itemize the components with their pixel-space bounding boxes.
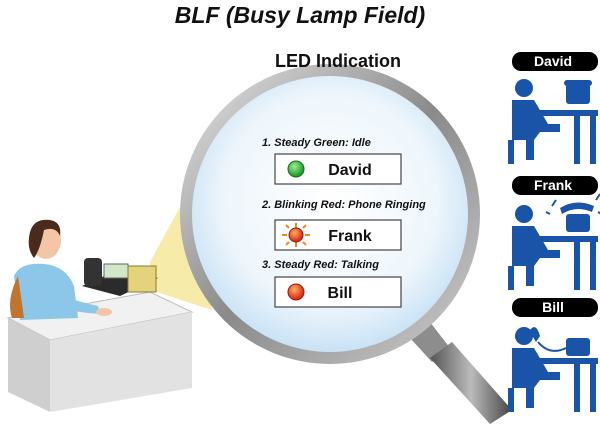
desk-phone: [82, 258, 158, 296]
led-item-3: 3. Steady Red: Talking Bill: [262, 259, 402, 308]
led-caption: 1. Steady Green: Idle: [262, 137, 371, 149]
person-frank-icon: [508, 176, 600, 290]
led-caption: 3. Steady Red: Talking: [262, 259, 379, 271]
lens-heading: LED Indication: [275, 51, 401, 71]
page-title: BLF (Busy Lamp Field): [174, 2, 426, 28]
person-bill-icon: [508, 298, 598, 412]
led-key-label: Frank: [328, 228, 372, 245]
led-green-icon: [287, 160, 305, 178]
receptionist-illustration: [10, 219, 112, 320]
led-blinking-icon: [282, 223, 310, 247]
person-name-tag: David: [534, 53, 572, 69]
led-key-label: David: [328, 162, 372, 179]
person-name-tag: Frank: [534, 177, 572, 193]
person-david-icon: [508, 52, 598, 164]
led-key-label: Bill: [328, 285, 353, 302]
magnifier-lens: [192, 76, 468, 352]
led-item-2: 2. Blinking Red: Phone Ringing Frank: [261, 199, 426, 251]
desk: [6, 291, 194, 412]
person-name-tag: Bill: [542, 299, 564, 315]
led-red-icon: [287, 283, 305, 301]
magnifier-handle: [410, 322, 512, 424]
led-caption: 2. Blinking Red: Phone Ringing: [261, 199, 426, 211]
led-item-1: 1. Steady Green: Idle David: [262, 137, 402, 185]
